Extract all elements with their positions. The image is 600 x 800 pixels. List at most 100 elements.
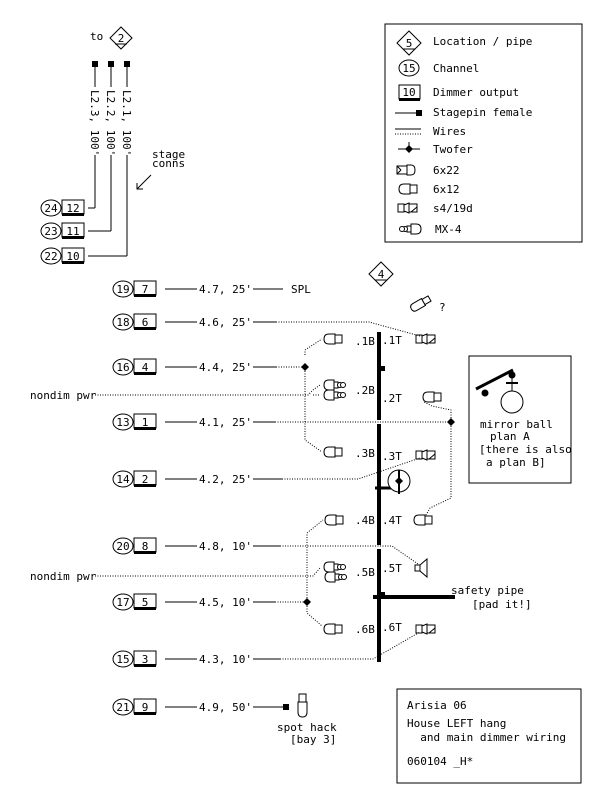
circuit-17-5: 17 5 4.5, 10' xyxy=(112,519,324,627)
channel-dimmer-23-11: 23 11 xyxy=(40,222,85,240)
svg-text:4.5, 10': 4.5, 10' xyxy=(199,596,252,609)
svg-text:23: 23 xyxy=(44,225,57,238)
svg-text:.2B: .2B xyxy=(355,384,375,397)
svg-text:.1T: .1T xyxy=(382,334,402,347)
safety-pipe-label: [pad it!] xyxy=(472,598,532,611)
stage-conns-label: stage xyxy=(152,148,185,161)
title-line: House LEFT hang xyxy=(407,717,506,730)
s4-19d-icon xyxy=(397,202,418,214)
svg-text:4: 4 xyxy=(378,268,385,281)
stage-run-l2-3: L2.3, 100' xyxy=(88,61,101,209)
circuit-13-1: 13 1 4.1, 25' xyxy=(112,401,455,516)
svg-text:16: 16 xyxy=(116,361,129,374)
legend-label: 6x22 xyxy=(433,164,460,177)
svg-text:a plan B]: a plan B] xyxy=(486,456,546,469)
circuit-16-4: 16 4 4.4, 25' xyxy=(112,338,323,453)
6x12-fixture-1b xyxy=(323,333,343,345)
nondim-pwr-label: nondim pwr xyxy=(30,570,97,583)
svg-text:10: 10 xyxy=(66,250,79,263)
legend-label: Stagepin female xyxy=(433,106,532,119)
svg-text:.1B: .1B xyxy=(355,335,375,348)
legend-label: s4/19d xyxy=(433,202,473,215)
mx-4-fixture-5b-b xyxy=(324,571,347,583)
svg-text:4.8, 10': 4.8, 10' xyxy=(199,540,252,553)
stagepin-female-icon xyxy=(92,61,98,67)
svg-text:4.1, 25': 4.1, 25' xyxy=(199,416,252,429)
twofer-icon xyxy=(303,598,311,606)
svg-text:3: 3 xyxy=(142,653,149,666)
svg-text:.4T: .4T xyxy=(382,514,402,527)
svg-text:.5T: .5T xyxy=(382,562,402,575)
svg-text:24: 24 xyxy=(44,202,58,215)
svg-text:4.7, 25': 4.7, 25' xyxy=(199,283,252,296)
svg-text:.4B: .4B xyxy=(355,514,375,527)
stagepin-female-icon xyxy=(108,61,114,67)
unknown-fixture-mark: ? xyxy=(439,301,446,314)
stage-conns-label: conns xyxy=(152,157,185,170)
spot-hack-label: [bay 3] xyxy=(290,733,336,746)
speaker-icon xyxy=(414,557,428,579)
location-2-diamond: 2 xyxy=(109,26,133,50)
stage-run-l2-1: L2.1, 100' xyxy=(88,61,133,257)
mx-4-fixture-5b-a xyxy=(323,561,346,573)
to-label: to xyxy=(90,30,103,43)
svg-text:.6T: .6T xyxy=(382,621,402,634)
svg-text:.5B: .5B xyxy=(355,566,375,579)
legend-label: 6x12 xyxy=(433,183,460,196)
circuit-19-7: 19 7 4.7, 25' SPL xyxy=(112,280,311,298)
svg-text:.6B: .6B xyxy=(355,623,375,636)
legend-label: Twofer xyxy=(433,143,473,156)
mx-4-fixture-2b-b xyxy=(323,389,346,401)
legend-box: 5 Location / pipe 15 Channel 10 Dimmer o… xyxy=(384,23,583,243)
mirror-ball-icon xyxy=(500,390,524,414)
svg-text:2: 2 xyxy=(118,32,125,45)
svg-text:18: 18 xyxy=(116,316,129,329)
title-line: Arisia 06 xyxy=(407,699,467,712)
svg-text:9: 9 xyxy=(142,701,149,714)
6x12-fixture-2t xyxy=(422,391,442,403)
title-line: and main dimmer wiring xyxy=(407,731,566,744)
nondim-wire xyxy=(95,384,321,396)
mirror-ball-box: mirror ball plan A [there is also a plan… xyxy=(468,355,572,484)
svg-text:22: 22 xyxy=(44,250,57,263)
channel-dimmer-22-10: 22 10 xyxy=(40,247,85,265)
6x12-fixture-4t xyxy=(413,514,433,526)
circuit-18-6: 18 6 4.6, 25' xyxy=(112,313,421,337)
svg-text:4.6, 25': 4.6, 25' xyxy=(199,316,252,329)
channel-dimmer-24-12: 24 12 xyxy=(40,199,85,217)
twofer-icon xyxy=(447,418,455,426)
svg-text:L2.2, 100': L2.2, 100' xyxy=(104,90,117,156)
svg-text:4.2, 25': 4.2, 25' xyxy=(199,473,252,486)
svg-text:7: 7 xyxy=(142,283,149,296)
svg-text:.3B: .3B xyxy=(355,447,375,460)
title-line: 060104 _H* xyxy=(407,755,473,768)
circuit-14-2: 14 2 4.2, 25' xyxy=(112,457,421,488)
twofer-icon xyxy=(398,142,420,153)
svg-text:14: 14 xyxy=(116,473,130,486)
svg-text:mirror ball: mirror ball xyxy=(480,418,553,431)
svg-text:4.4, 25': 4.4, 25' xyxy=(199,361,252,374)
stage-run-l2-2: L2.2, 100' xyxy=(88,61,117,232)
svg-text:20: 20 xyxy=(116,540,129,553)
svg-text:8: 8 xyxy=(142,540,149,553)
6x12-fixture-3b xyxy=(323,446,343,458)
svg-text:2: 2 xyxy=(142,473,149,486)
safety-pipe-label: safety pipe xyxy=(451,584,524,597)
6x12-fixture-6b xyxy=(323,623,343,635)
stagepin-female-icon xyxy=(283,704,289,710)
6x12-icon xyxy=(398,183,418,195)
svg-text:L2.3, 100': L2.3, 100' xyxy=(88,90,101,156)
svg-text:plan A: plan A xyxy=(490,430,530,443)
legend-label: Wires xyxy=(433,125,466,138)
6x12-fixture-4b xyxy=(324,514,344,526)
svg-text:.3T: .3T xyxy=(382,450,402,463)
svg-text:6: 6 xyxy=(142,316,149,329)
twofer-icon xyxy=(301,363,309,371)
svg-text:.2T: .2T xyxy=(382,392,402,405)
location-4-diamond: 4 xyxy=(368,261,394,287)
mirror-ball-hanger-icon xyxy=(375,469,411,494)
svg-text:17: 17 xyxy=(116,596,129,609)
wires-icon xyxy=(395,128,421,135)
svg-text:10: 10 xyxy=(402,86,415,99)
